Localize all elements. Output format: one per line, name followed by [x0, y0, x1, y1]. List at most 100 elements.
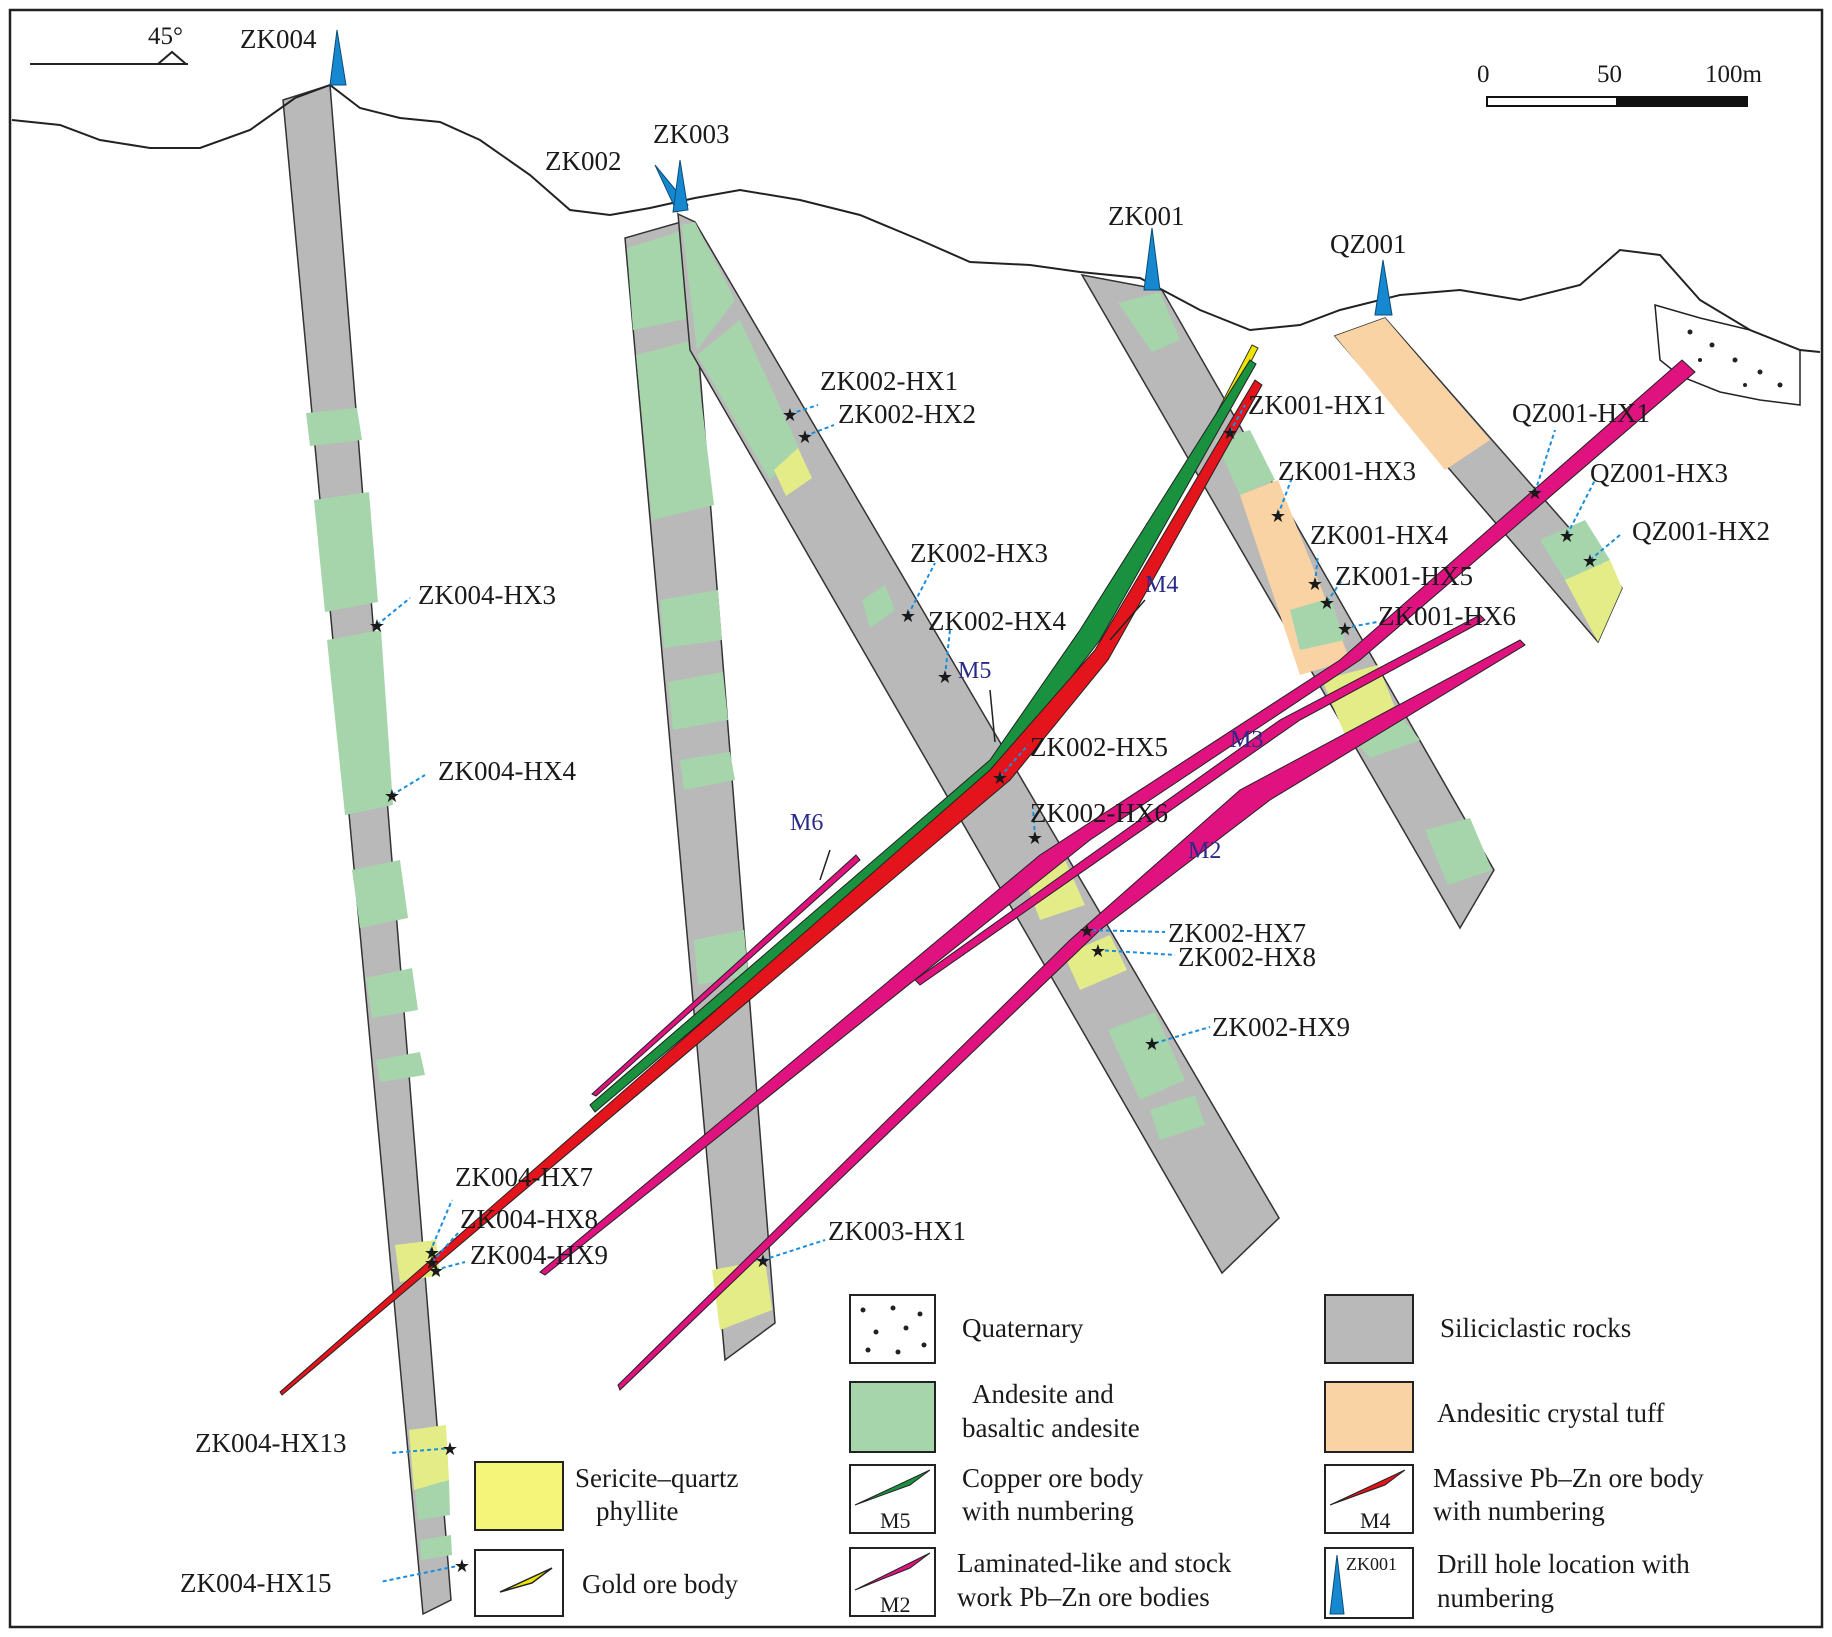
sample-label-zk002-hx8: ZK002-HX8: [1178, 942, 1316, 972]
legend: Quaternary Siliciclastic rocks Andesite …: [474, 1294, 1704, 1619]
sample-star-zk002-hx6: ★: [1027, 828, 1043, 848]
sample-star-qz001-hx3: ★: [1559, 526, 1575, 546]
sample-star-zk004-hx3: ★: [369, 616, 385, 636]
sample-label-zk002-hx2: ZK002-HX2: [838, 399, 976, 429]
drill-marker-zk003: [672, 159, 689, 213]
legend-label-tuff: Andesitic crystal tuff: [1437, 1398, 1664, 1428]
sample-stars: ★ ★ ★ ★ ★ ★ ★ ★ ★ ★ ★ ★ ★ ★ ★ ★ ★ ★ ★ ★ …: [369, 405, 1598, 1576]
legend-drill-tag: ZK001: [1346, 1554, 1397, 1574]
drill-markers: [329, 29, 1393, 316]
sample-label-qz001-hx2: QZ001-HX2: [1632, 516, 1770, 546]
legend-copper-tag: M5: [880, 1508, 911, 1533]
drillhole-zk001-column: [1080, 273, 1495, 930]
legend-swatch-phyllite: [474, 1461, 564, 1531]
drillhole-label-zk002: ZK002: [545, 146, 622, 176]
legend-laminated-lens: [854, 1552, 931, 1591]
legend-laminated-tag: M2: [880, 1592, 911, 1617]
drill-marker-zk001: [1143, 227, 1161, 291]
sample-label-zk004-hx15: ZK004-HX15: [180, 1568, 331, 1598]
sample-star-zk001-hx3: ★: [1270, 506, 1286, 526]
sample-star-zk001-hx1: ★: [1222, 423, 1238, 443]
legend-copper-lens: [854, 1469, 931, 1506]
sample-label-zk004-hx9: ZK004-HX9: [470, 1240, 608, 1270]
drillhole-label-zk004: ZK004: [240, 24, 317, 54]
scale-label-50: 50: [1597, 61, 1622, 88]
scale-bar: 0 50 100m: [1477, 61, 1763, 107]
sample-label-zk001-hx4: ZK001-HX4: [1310, 520, 1448, 550]
sample-label-zk004-hx7: ZK004-HX7: [455, 1162, 593, 1192]
drillhole-zk002-column: [677, 212, 1280, 1275]
legend-drill-triangle: [1329, 1554, 1345, 1615]
orientation-indicator: 45°: [30, 23, 188, 65]
drillhole-label-zk003: ZK003: [653, 119, 730, 149]
drillhole-zk003-column: [624, 219, 776, 1362]
sample-label-zk001-hx6: ZK001-HX6: [1378, 601, 1516, 631]
legend-swatch-siliciclastic: [1324, 1294, 1414, 1364]
sample-label-zk001-hx3: ZK001-HX3: [1278, 456, 1416, 486]
ore-body-m4: [279, 379, 1263, 1396]
ore-body-m5: [589, 359, 1257, 1113]
sample-label-zk002-hx5: ZK002-HX5: [1030, 732, 1168, 762]
sample-star-qz001-hx1: ★: [1527, 483, 1543, 503]
sample-star-zk001-hx6: ★: [1337, 619, 1353, 639]
legend-label-drill-line2: numbering: [1437, 1583, 1554, 1613]
sample-label-zk004-hx13: ZK004-HX13: [195, 1428, 346, 1458]
sample-star-zk004-hx4: ★: [384, 786, 400, 806]
legend-label-drill-line1: Drill hole location with: [1437, 1549, 1690, 1579]
sample-label-zk002-hx1: ZK002-HX1: [820, 366, 958, 396]
legend-label-siliciclastic: Siliciclastic rocks: [1440, 1313, 1631, 1343]
sample-star-zk003-hx1: ★: [755, 1251, 771, 1271]
scale-label-100: 100m: [1705, 61, 1763, 88]
legend-swatch-tuff: [1324, 1381, 1414, 1453]
quaternary-deposit: [1654, 303, 1801, 406]
ore-body-leaders: [819, 599, 1146, 881]
ore-body-stockwork: [914, 614, 1486, 986]
legend-swatch-quaternary: [849, 1294, 936, 1364]
drillhole-label-qz001: QZ001: [1330, 229, 1407, 259]
sample-star-zk002-hx1: ★: [782, 405, 798, 425]
sample-star-zk004-hx15: ★: [454, 1556, 470, 1576]
legend-label-andesite-line2: basaltic andesite: [962, 1413, 1140, 1443]
scale-label-0: 0: [1477, 61, 1490, 88]
ore-label-m2: M2: [1188, 838, 1221, 864]
ore-label-m6: M6: [790, 810, 823, 836]
legend-label-gold: Gold ore body: [582, 1569, 738, 1599]
sample-star-zk002-hx2: ★: [797, 427, 813, 447]
sample-star-zk002-hx9: ★: [1144, 1034, 1160, 1054]
sample-star-zk004-hx7: ★: [424, 1243, 440, 1263]
sample-labels: ZK002-HX1 ZK002-HX2 ZK002-HX3 ZK002-HX4 …: [180, 366, 1770, 1598]
ore-label-m4: M4: [1145, 572, 1178, 598]
legend-massive-tag: M4: [1360, 1508, 1391, 1533]
orientation-angle-label: 45°: [148, 23, 183, 50]
sample-label-qz001-hx3: QZ001-HX3: [1590, 458, 1728, 488]
sample-label-zk004-hx4: ZK004-HX4: [438, 756, 576, 786]
drillhole-qz001-column: [1333, 317, 1623, 644]
legend-swatch-andesite: [849, 1381, 936, 1453]
sample-label-zk001-hx1: ZK001-HX1: [1248, 390, 1386, 420]
sample-label-zk002-hx9: ZK002-HX9: [1212, 1012, 1350, 1042]
legend-label-laminated-line2: work Pb–Zn ore bodies: [957, 1582, 1210, 1612]
sample-star-qz001-hx2: ★: [1582, 551, 1598, 571]
sample-label-zk002-hx7: ZK002-HX7: [1168, 918, 1306, 948]
sample-star-zk002-hx7: ★: [1079, 921, 1095, 941]
legend-label-massive-line1: Massive Pb–Zn ore body: [1433, 1463, 1704, 1493]
legend-label-massive-line2: with numbering: [1433, 1496, 1605, 1526]
drill-marker-zk004: [329, 29, 347, 86]
ore-body-m3: [539, 359, 1696, 1276]
sample-star-zk002-hx4: ★: [937, 667, 953, 687]
ore-label-m5: M5: [958, 658, 991, 684]
sample-label-qz001-hx1: QZ001-HX1: [1512, 398, 1650, 428]
legend-label-laminated-line1: Laminated-like and stock: [957, 1548, 1232, 1578]
sample-label-zk001-hx5: ZK001-HX5: [1335, 561, 1473, 591]
legend-massive-lens: [1329, 1469, 1406, 1506]
sample-label-zk002-hx3: ZK002-HX3: [910, 538, 1048, 568]
ore-body-m2: [617, 639, 1526, 1391]
sample-label-zk002-hx6: ZK002-HX6: [1030, 798, 1168, 828]
drillhole-zk004-column: [282, 83, 452, 1616]
sample-star-zk001-hx5: ★: [1319, 593, 1335, 613]
legend-swatch-laminated: [849, 1547, 936, 1617]
sample-label-zk003-hx1: ZK003-HX1: [828, 1216, 966, 1246]
legend-swatch-massive: [1324, 1464, 1414, 1534]
sample-leaders: [376, 404, 1621, 1583]
